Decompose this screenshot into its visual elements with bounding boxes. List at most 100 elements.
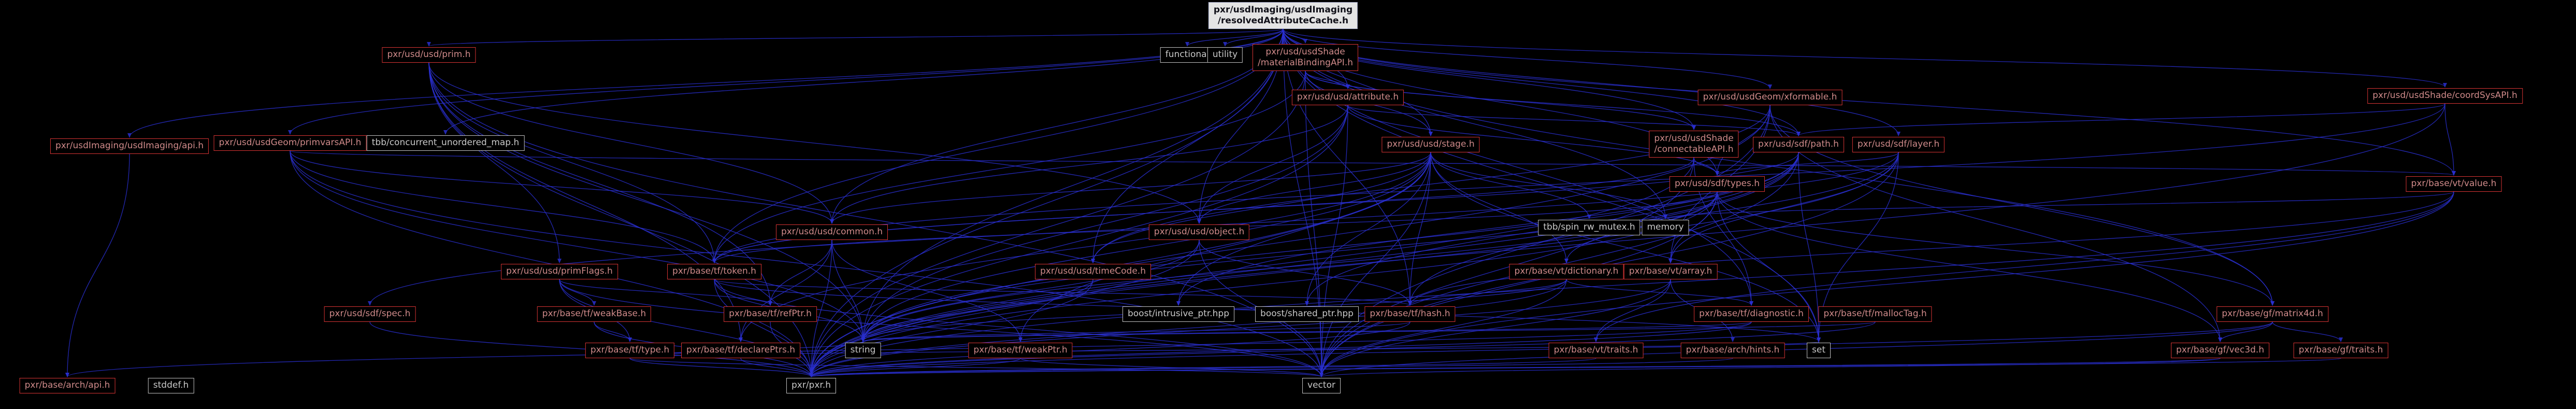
include-edge	[1283, 29, 2447, 88]
include-edge	[1197, 152, 1431, 224]
include-edge	[809, 152, 1799, 377]
graph-node-vtDictionary[interactable]: pxr/base/vt/dictionary.h	[1509, 264, 1624, 279]
include-edge	[65, 153, 130, 377]
graph-node-declarePtrs[interactable]: pxr/base/tf/declarePtrs.h	[681, 343, 800, 358]
include-edge	[809, 321, 1411, 377]
graph-node-archApi[interactable]: pxr/base/arch/api.h	[19, 378, 116, 393]
graph-node-api[interactable]: pxr/usdImaging/usdImaging/api.h	[50, 138, 209, 154]
include-edge	[1319, 358, 2221, 377]
include-edge	[1319, 279, 1567, 377]
graph-node-main: pxr/usdImaging/usdImaging /resolvedAttri…	[1208, 2, 1358, 29]
graph-node-gfTraits[interactable]: pxr/base/gf/traits.h	[2293, 343, 2388, 358]
include-edge	[1319, 152, 1431, 377]
include-edge	[428, 62, 834, 224]
include-edge	[1798, 152, 1821, 342]
graph-node-primvarsAPI[interactable]: pxr/usd/usdGeom/primvarsAPI.h	[213, 135, 367, 151]
include-edge	[809, 279, 1093, 377]
graph-node-vtTraits[interactable]: pxr/base/vt/traits.h	[1548, 343, 1644, 358]
include-edge	[809, 358, 1021, 377]
include-edge	[861, 279, 1093, 342]
include-edge	[1199, 239, 1412, 306]
include-edge	[1319, 279, 1671, 377]
graph-node-tfToken[interactable]: pxr/base/tf/token.h	[667, 264, 761, 279]
graph-node-sdfLayer[interactable]: pxr/usd/sdf/layer.h	[1852, 137, 1945, 152]
graph-node-usdObject[interactable]: pxr/usd/usd/object.h	[1148, 224, 1250, 240]
include-edge	[428, 62, 772, 306]
include-edge	[428, 62, 1201, 224]
include-edge	[1430, 152, 1591, 219]
include-edge	[831, 239, 1023, 342]
include-edge	[809, 70, 1306, 377]
graph-node-string: string	[845, 343, 881, 358]
include-edge	[830, 105, 1348, 224]
graph-node-vector: vector	[1302, 378, 1341, 393]
graph-node-diagnostic[interactable]: pxr/base/tf/diagnostic.h	[1694, 306, 1809, 322]
include-edge	[1305, 70, 1801, 136]
graph-node-prim[interactable]: pxr/usd/usd/prim.h	[382, 47, 476, 63]
include-edge	[714, 279, 813, 377]
graph-node-matrix4d[interactable]: pxr/base/gf/matrix4d.h	[2217, 306, 2328, 322]
include-edge	[1305, 152, 1431, 306]
include-edge	[809, 191, 2454, 377]
graph-node-xformable[interactable]: pxr/usd/usdGeom/xformable.h	[1697, 90, 1843, 105]
graph-node-weakBase[interactable]: pxr/base/tf/weakBase.h	[537, 306, 652, 322]
include-edge	[831, 239, 865, 342]
include-edge	[2218, 321, 2273, 342]
graph-node-primFlags[interactable]: pxr/usd/usd/primFlags.h	[501, 264, 618, 279]
graph-node-vtArray[interactable]: pxr/base/vt/array.h	[1623, 264, 1718, 279]
include-edge	[861, 321, 1876, 342]
graph-node-sdfPath[interactable]: pxr/usd/sdf/path.h	[1753, 137, 1844, 152]
include-edge	[712, 152, 1799, 263]
graph-node-sdfSpec[interactable]: pxr/usd/sdf/spec.h	[324, 306, 416, 322]
graph-node-weakPtr[interactable]: pxr/base/tf/weakPtr.h	[968, 343, 1073, 358]
graph-node-timeCode[interactable]: pxr/usd/usd/timeCode.h	[1035, 264, 1151, 279]
include-edge	[861, 321, 1411, 342]
include-edge	[290, 150, 834, 224]
include-edge	[1020, 358, 1323, 377]
graph-node-attribute[interactable]: pxr/usd/usd/attribute.h	[1291, 90, 1404, 105]
include-edge	[1715, 152, 1899, 176]
graph-node-coordSysAPI[interactable]: pxr/usd/usdShade/coordSysAPI.h	[2367, 88, 2523, 104]
include-edge	[1717, 191, 2275, 306]
include-edge	[712, 70, 1306, 263]
include-edge	[1018, 152, 1431, 342]
include-edge	[428, 62, 716, 263]
include-edge	[861, 152, 1899, 342]
include-edge	[1408, 279, 1567, 306]
include-edge	[428, 62, 743, 342]
include-edge	[1408, 191, 2454, 306]
include-edge	[290, 150, 2455, 176]
graph-node-spinMutex: tbb/spin_rw_mutex.h	[1538, 220, 1640, 235]
graph-node-matBindAPI[interactable]: pxr/usd/usdShade /materialBindingAPI.h	[1253, 44, 1358, 71]
graph-node-tfType[interactable]: pxr/base/tf/type.h	[585, 343, 675, 358]
graph-node-functional: functional	[1160, 47, 1215, 63]
include-edge	[1319, 157, 1694, 377]
include-edge	[559, 279, 1323, 377]
graph-node-usdCommon[interactable]: pxr/usd/usd/common.h	[775, 224, 888, 240]
include-edge	[739, 239, 832, 342]
graph-node-refPtr[interactable]: pxr/base/tf/refPtr.h	[724, 306, 817, 322]
include-edge	[809, 29, 1284, 377]
include-edge	[768, 239, 832, 306]
graph-node-archHints[interactable]: pxr/base/arch/hints.h	[1680, 343, 1785, 358]
include-edge	[1223, 29, 1284, 47]
graph-node-vtValue[interactable]: pxr/base/vt/value.h	[2406, 176, 2502, 192]
graph-node-connectableAPI[interactable]: pxr/usd/usdShade /connectableAPI.h	[1649, 131, 1739, 158]
graph-node-stage[interactable]: pxr/usd/usd/stage.h	[1381, 137, 1480, 152]
include-edge	[65, 321, 1752, 377]
include-edge	[1091, 29, 1284, 263]
include-edge	[1347, 105, 1801, 136]
graph-node-tfHash[interactable]: pxr/base/tf/hash.h	[1364, 306, 1456, 322]
graph-node-mallocTag[interactable]: pxr/base/tf/mallocTag.h	[1818, 306, 1932, 322]
graph-node-sdfTypes[interactable]: pxr/usd/sdf/types.h	[1669, 176, 1765, 192]
graph-node-vec3d[interactable]: pxr/base/gf/vec3d.h	[2171, 343, 2269, 358]
include-edge	[740, 358, 813, 377]
include-edge	[1408, 152, 1431, 306]
include-edge	[1796, 103, 2445, 136]
include-edge	[809, 105, 1771, 377]
include-edge	[1594, 191, 2454, 342]
graph-node-intrusivePtr: boost/intrusive_ptr.hpp	[1122, 306, 1235, 322]
include-edge	[1185, 29, 1284, 47]
include-edge	[809, 105, 1348, 377]
